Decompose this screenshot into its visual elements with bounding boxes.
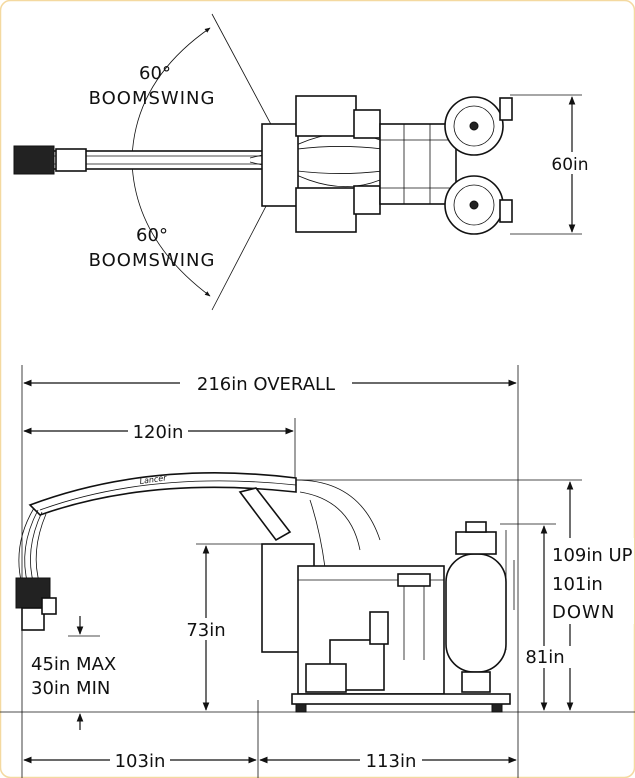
swing-upper-label: BOOMSWING	[89, 88, 216, 109]
compressor	[305, 663, 347, 693]
height-up-label: 109in UP	[552, 545, 633, 566]
nozzle-min-label: 30in MIN	[31, 678, 110, 699]
nozzle-max-label: 45in MAX	[31, 654, 116, 675]
swing-arc-upper	[129, 27, 211, 159]
hose-bundle	[18, 507, 35, 586]
bottom-right-label: 113in	[366, 751, 417, 772]
pressure-tank	[445, 553, 507, 673]
frame-rails-top	[379, 123, 457, 205]
width-label: 60in	[551, 155, 588, 175]
base-skid	[291, 693, 511, 705]
top-view: 60in 60° BOOMSWING 60° BOOMSWING	[13, 13, 595, 311]
tank-block-upper	[295, 95, 357, 137]
height-down-label-1: 101in	[552, 574, 603, 595]
height-81-label: 81in	[525, 647, 564, 668]
swing-arc-lower	[129, 161, 211, 297]
swing-lower-label: BOOMSWING	[89, 250, 216, 271]
boom-reach-label: 120in	[133, 422, 184, 443]
boom-link	[238, 487, 292, 542]
boom-brand: Lancer	[139, 473, 168, 486]
height-73-label: 73in	[186, 620, 225, 641]
height-down-label-2: DOWN	[552, 602, 615, 623]
overall-label: 216in OVERALL	[197, 374, 335, 395]
swing-lower-angle: 60°	[136, 225, 168, 246]
side-view: 216in OVERALL 120in Lancer	[0, 365, 635, 778]
boom-tip-top	[13, 145, 55, 175]
boom-arm-side	[28, 472, 297, 516]
bottom-left-label: 103in	[115, 751, 166, 772]
machine-body-top	[261, 123, 299, 207]
tank-block-lower	[295, 187, 357, 233]
swing-upper-angle: 60°	[139, 63, 171, 84]
